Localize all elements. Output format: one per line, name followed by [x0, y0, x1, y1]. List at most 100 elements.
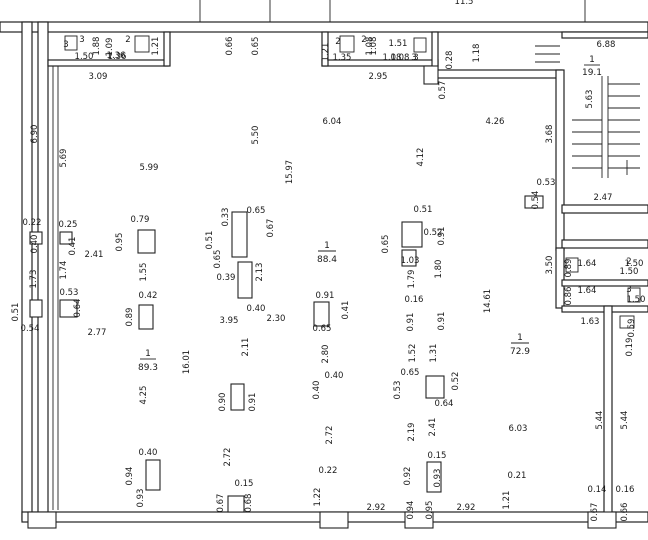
dimension-label: 3.09 — [89, 72, 108, 82]
dimension-label: 1.51 — [389, 39, 408, 49]
room-id: 1 — [145, 349, 151, 359]
dimension-label: 0.42 — [139, 291, 158, 301]
dimension-label: 0.89 — [564, 259, 574, 278]
room-id: 3 — [411, 53, 416, 63]
dimension-label: 2.41 — [85, 250, 104, 260]
dimension-label: 1.18 — [472, 44, 482, 63]
dimension-label: 0.65 — [251, 37, 261, 56]
dimension-label: 0.91 — [248, 393, 258, 412]
dimension-label: 0.65 — [247, 206, 266, 216]
dimension-label: 1.64 — [578, 286, 597, 296]
dimension-label: 2.47 — [594, 193, 613, 203]
staircase — [535, 45, 640, 178]
dimension-label: 0.33 — [221, 208, 231, 227]
dimension-label: 5.44 — [620, 411, 630, 430]
room-id: 1 — [589, 55, 595, 65]
dimension-label: 1.73 — [29, 270, 39, 289]
dimension-label: 0.54 — [531, 191, 541, 210]
dimension-label: 0.22 — [23, 218, 42, 228]
dimension-label: 1.50 — [75, 52, 94, 62]
room-id: 1 — [324, 241, 330, 251]
room-main-right: 1 72.9 — [510, 333, 530, 357]
room-area: 1.08 — [391, 53, 410, 63]
dimension-label: 0.41 — [68, 237, 78, 256]
dimension-label: 6.04 — [323, 117, 342, 127]
room-id: 2 — [125, 35, 130, 45]
dimension-label: 2.77 — [88, 328, 107, 338]
dimension-label: 1.35 — [333, 53, 352, 63]
dimension-label: 0.64 — [73, 299, 83, 318]
dimension-label: 0.93 — [136, 489, 146, 508]
dimension-label: 0.51 — [205, 231, 215, 250]
dimension-label: 1.79 — [407, 270, 417, 289]
dimension-label: 1.21 — [502, 491, 512, 510]
room-main-left: 1 89.3 — [138, 349, 158, 373]
dimension-label: 3.95 — [220, 316, 239, 326]
dimension-label: 0.52 — [424, 228, 443, 238]
dimension-label: 1.63 — [581, 317, 600, 327]
dimension-label: 0.65 — [313, 324, 332, 334]
dimension-label: 0.66 — [620, 503, 630, 522]
dimension-label: 0.66 — [225, 37, 235, 56]
dimension-label: 0.64 — [435, 399, 454, 409]
dimension-label: 0.22 — [319, 466, 338, 476]
dimension-label: 0.51 — [414, 205, 433, 215]
dimension-label: 1.55 — [139, 263, 149, 282]
dimension-label: 0.65 — [213, 250, 223, 269]
sanitary-fixtures — [64, 35, 641, 329]
room-id: 2 — [361, 35, 366, 45]
room-wc-5: 2 1.50 — [620, 257, 639, 277]
dimension-label: 0.21 — [508, 471, 527, 481]
dimension-label: 0.67 — [266, 219, 276, 238]
dimension-label: 0.68 — [244, 494, 254, 513]
room-area: 88.4 — [317, 255, 337, 265]
dimension-label: 2.41 — [428, 418, 438, 437]
dimension-label: 0.67 — [216, 494, 226, 513]
dimension-label: 5.50 — [251, 126, 261, 145]
dimension-label: 0.90 — [218, 393, 228, 412]
dimension-label: 6.03 — [509, 424, 528, 434]
room-area: 1.36 — [107, 51, 126, 61]
room-area: 19.1 — [582, 68, 602, 78]
dimension-label: 1.21 — [321, 43, 331, 62]
dimension-label: 0.86 — [564, 287, 574, 306]
dimension-label: 3 — [63, 40, 68, 50]
dimension-label: 2.13 — [255, 263, 265, 282]
dimension-label: 11.5 — [455, 0, 474, 7]
dimension-label: 0.54 — [21, 324, 40, 334]
dimension-label: 16.01 — [182, 350, 192, 374]
dimension-label: 1.50 — [625, 259, 644, 269]
dimension-label: 1.80 — [434, 260, 444, 279]
columns — [27, 65, 617, 529]
dimension-label: 0.15 — [235, 479, 254, 489]
dimension-label: 5.69 — [59, 149, 69, 168]
dimension-label: 0.40 — [30, 235, 40, 254]
dimension-label: 0.51 — [11, 303, 21, 322]
dimension-label: 1.21 — [151, 37, 161, 56]
dimension-label: 0.40 — [312, 381, 322, 400]
dimension-label: 0.94 — [125, 467, 135, 486]
dimension-label: 0.65 — [381, 235, 391, 254]
room-area: 89.3 — [138, 363, 158, 373]
dimension-label: 0.15 — [428, 451, 447, 461]
dimension-label: 0.41 — [341, 301, 351, 320]
dimension-label: 0.95 — [115, 233, 125, 252]
room-wc-1: 2 1.09 — [105, 35, 131, 56]
room-id: 3 — [626, 285, 631, 295]
dimension-label: 0.89 — [125, 308, 135, 327]
room-wc-4: 3 1.08 — [391, 53, 417, 63]
room-area: 1.50 — [627, 295, 646, 305]
dimension-label: 0.16 — [405, 295, 424, 305]
room-wc-6: 3 1.50 — [626, 285, 645, 305]
room-area: 1.50 — [620, 267, 639, 277]
dimension-label: 2.11 — [241, 338, 251, 357]
room-area: 72.9 — [510, 347, 530, 357]
dimension-label: 2.30 — [267, 314, 286, 324]
dimension-label: 0.16 — [616, 485, 635, 495]
dimension-label: 0.91 — [406, 313, 416, 332]
dimension-label: 5.99 — [140, 163, 159, 173]
room-main-center: 1 88.4 — [317, 241, 337, 265]
dimension-label: 14.61 — [483, 289, 493, 313]
dimension-label: 0.65 — [401, 368, 420, 378]
